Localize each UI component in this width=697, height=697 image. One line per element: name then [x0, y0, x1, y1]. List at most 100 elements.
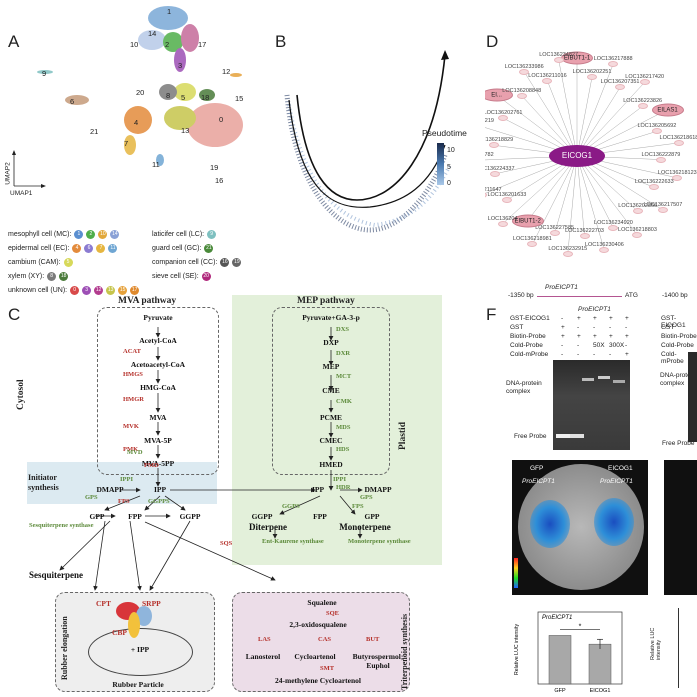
network-locus-label: LOC136202866	[618, 203, 658, 210]
mep-node: PCME	[319, 413, 343, 422]
network-node	[632, 208, 643, 215]
legend-cluster-dot: 4	[72, 244, 82, 253]
emsa-cell: +	[625, 351, 629, 358]
network-locus-label: LOC136233986	[504, 63, 544, 70]
emsa-cell: +	[593, 315, 597, 322]
promoter-right-bp: -1400 bp	[662, 292, 688, 299]
network-locus-label: LOC136219	[485, 117, 494, 124]
legend-cluster-dot: 13	[106, 286, 116, 295]
enz-mep-ippi: IPPI	[333, 476, 346, 483]
network-locus-label: LOC136208848	[502, 87, 542, 94]
network-node	[497, 220, 508, 227]
mva-title: MVA pathway	[118, 296, 177, 306]
network-hub-gene: EI...	[485, 88, 513, 102]
gel-band-complex-4	[598, 376, 610, 379]
emsa-cell: +	[593, 333, 597, 340]
emsa-cell: -	[577, 351, 580, 358]
right-gel-image	[688, 352, 697, 442]
enz-las: LAS	[258, 636, 271, 643]
emsa-cell: +	[609, 333, 613, 340]
cluster-8: 8	[166, 91, 170, 100]
complex-label: DNA-protein complex	[506, 380, 542, 395]
bar-chart-title: ProEICPT1	[542, 615, 572, 621]
enz-monoterpene-synthase: Monoterpene synthase	[348, 538, 411, 545]
luc-leaf-image	[512, 460, 648, 595]
initiator-band	[27, 462, 217, 504]
network-locus-label: LOC136234920	[594, 220, 633, 227]
gel-band-complex-5	[613, 380, 625, 383]
legend-label: sieve cell (SE):	[152, 273, 199, 280]
free-probe-label: Free Probe	[514, 433, 547, 440]
node-mep-fpp: FPP	[313, 512, 327, 521]
cbp-protein	[128, 612, 140, 638]
plastid-region	[232, 295, 442, 565]
emsa-cell: -	[577, 324, 580, 331]
node-gpp: GPP	[89, 512, 105, 521]
node-24-methylene: 24-methylene Cycloartenol	[274, 676, 362, 685]
network-hub-gene: EIBUT1-1	[561, 51, 593, 65]
bar-category-label: EICOG1	[590, 688, 611, 694]
enz-ent-kaurene: Ent-Kaurene synthase	[262, 538, 324, 545]
network-node	[615, 84, 626, 91]
umap-clusters	[37, 6, 243, 166]
mva-node: Pyruvate	[143, 313, 173, 322]
legend-cluster-dot: 17	[130, 286, 140, 295]
gel-band-complex-3	[582, 378, 594, 381]
enz-sqe: SQE	[326, 610, 340, 617]
network-node	[608, 225, 619, 232]
umap1-label: UMAP1	[10, 190, 33, 197]
emsa-cell: +	[625, 333, 629, 340]
enz-mep-fps: FPS	[352, 503, 364, 510]
node-oxidosqualene: 2,3-oxidosqualene	[289, 620, 347, 629]
network-node	[553, 56, 564, 63]
network-locus-label: LOC136222633	[634, 179, 674, 186]
mva-enzyme: MVK	[123, 423, 139, 430]
legend-cluster-dot: 19	[232, 258, 242, 267]
pseudotime-colorbar	[437, 143, 444, 185]
trajectory-arrow	[296, 54, 446, 201]
mep-enzyme: HDS	[336, 446, 350, 453]
emsa-cell: -	[577, 342, 580, 349]
enz-pmd: PMD	[144, 462, 159, 469]
enz-sesq-synthase: Sesquiterpene synthase	[29, 522, 94, 529]
cluster-13: 13	[181, 126, 189, 135]
emsa-cell: -	[593, 324, 596, 331]
cluster-15: 15	[235, 94, 243, 103]
network-node	[527, 241, 538, 248]
emsa-row-label: GST-EICOG1	[510, 315, 550, 322]
network-locus-label: LOC136211647	[485, 186, 502, 193]
panel-d-label: D	[486, 32, 499, 51]
network-locus-label: LOC136217507	[643, 201, 683, 208]
mep-node: DXP	[323, 338, 339, 347]
mva-node: Acetoacetyl-CoA	[130, 360, 186, 369]
enz-mep-ggps: GGPS	[282, 503, 300, 510]
emsa-cell: -	[561, 315, 564, 322]
cluster-20: 20	[136, 88, 144, 97]
emsa-cell: +	[561, 324, 565, 331]
network-locus-label: LOC136218123	[657, 169, 697, 176]
network-center-eicog1: EICOG1	[549, 145, 605, 167]
right-leaf-image	[664, 460, 697, 595]
node-mep-ipp: IPP	[311, 485, 325, 494]
mva-node: HMG-CoA	[140, 383, 176, 392]
node-squalene: Squalene	[307, 598, 337, 607]
cluster-1: 1	[167, 7, 171, 16]
network-node	[637, 103, 648, 110]
right-free-probe-label: Free Probe	[662, 440, 695, 447]
label-srpp: SRPP	[142, 599, 161, 608]
emsa-cell: +	[577, 333, 581, 340]
emsa-cell: -	[561, 351, 564, 358]
rubber-particle-circle	[88, 628, 193, 676]
legend-cluster-dot: 0	[70, 286, 80, 295]
enz-gps: GPS	[85, 494, 98, 501]
network-locus-label: LOC136207351	[600, 79, 640, 86]
enz-ippi: IPPI	[120, 476, 133, 483]
emsa-cell: -	[609, 324, 612, 331]
network-node	[632, 232, 643, 239]
node-diterpene: Diterpene	[249, 522, 287, 532]
network-node	[549, 230, 560, 237]
pseudotime-tick-10: 10	[447, 147, 455, 154]
